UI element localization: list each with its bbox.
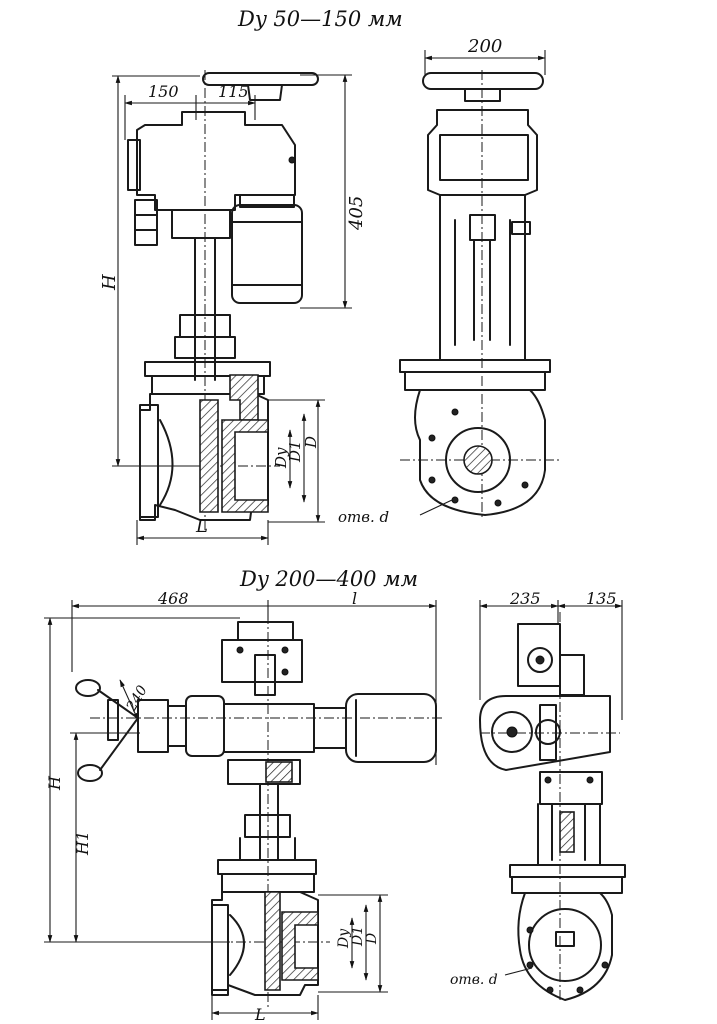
- dim-235: 235: [509, 589, 541, 608]
- label-H: H: [99, 274, 120, 291]
- label-L: L: [195, 516, 208, 537]
- title-bottom: Dy 200—400 мм: [239, 567, 418, 591]
- dim-150: 150: [148, 82, 179, 101]
- label-D1: D1: [350, 926, 366, 947]
- top-front-view: [399, 50, 560, 520]
- bottom-side-view: [44, 600, 445, 1020]
- dim-l: l: [352, 589, 357, 608]
- label-hole: отв. d: [338, 508, 389, 526]
- label-D: D: [364, 933, 380, 945]
- label-hole: отв. d: [450, 972, 498, 988]
- dim-468: 468: [157, 589, 189, 608]
- label-Dy: Dy: [272, 447, 290, 469]
- label-H: H: [45, 775, 64, 791]
- dim-115: 115: [218, 82, 249, 101]
- top-labels: 150 115 200 405 H L Dy D1 D отв. d: [99, 36, 502, 537]
- label-H1: H1: [73, 831, 92, 856]
- top-side-view: [112, 70, 352, 545]
- label-Dy: Dy: [336, 928, 352, 949]
- label-L: L: [254, 1005, 266, 1024]
- label-D: D: [302, 436, 320, 449]
- bottom-front-view: [479, 600, 626, 1001]
- label-D1: D1: [286, 440, 304, 463]
- title-top: Dy 50—150 мм: [237, 7, 403, 31]
- dim-200: 200: [467, 36, 502, 57]
- dim-405: 405: [346, 196, 367, 231]
- dim-135: 135: [586, 589, 617, 608]
